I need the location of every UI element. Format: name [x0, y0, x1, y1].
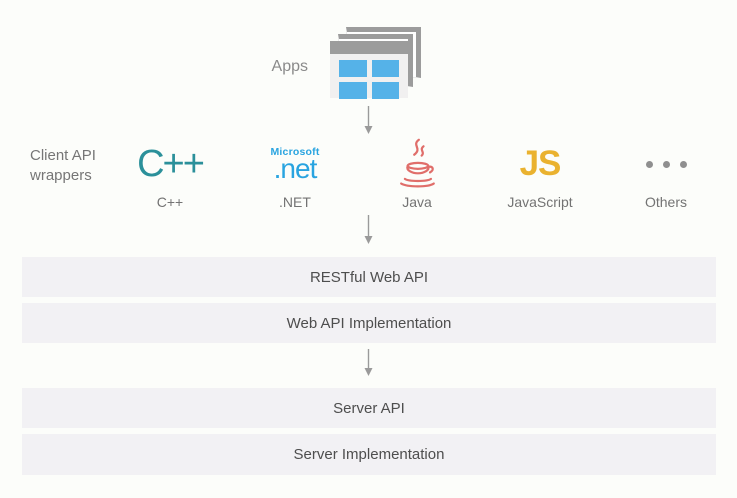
blue-tile — [339, 60, 367, 77]
layer-restful-web-api: RESTful Web API — [22, 257, 716, 297]
wrapper-item-js: JS JavaScript — [475, 136, 605, 210]
java-cup-icon — [400, 138, 435, 188]
window-sheet-front — [330, 41, 408, 99]
window-tiles — [330, 54, 408, 99]
window-titlebar — [330, 41, 408, 54]
wrapper-item-cpp: C++ C++ — [105, 136, 235, 211]
down-arrow-icon — [364, 215, 373, 244]
blue-tile — [371, 60, 399, 77]
dotnet-logo: Microsoft .net — [270, 146, 320, 184]
wrapper-caption: JavaScript — [507, 194, 573, 210]
wrapper-item-java: Java — [352, 136, 482, 210]
layer-server-api: Server API — [22, 388, 716, 428]
blue-tile — [371, 82, 399, 99]
ellipsis-icon — [645, 160, 687, 168]
dotnet-logo-net: .net — [273, 152, 318, 184]
javascript-logo: JS — [519, 144, 562, 183]
down-arrow-icon — [364, 349, 373, 376]
apps-label: Apps — [271, 58, 308, 75]
cpp-logo: C++ — [137, 142, 205, 185]
wrapper-caption: C++ — [156, 194, 184, 210]
layer-web-api-implementation: Web API Implementation — [22, 303, 716, 343]
blue-tile — [339, 82, 367, 99]
wrapper-item-dotnet: Microsoft .net .NET — [230, 136, 360, 210]
dotnet-logo-microsoft: Microsoft — [270, 146, 320, 159]
down-arrow-icon — [364, 106, 373, 134]
layer-server-implementation: Server Implementation — [22, 434, 716, 475]
wrapper-caption: Java — [402, 194, 432, 210]
wrapper-caption: Others — [644, 194, 687, 210]
wrapper-item-others: Others — [601, 136, 731, 210]
wrapper-caption: .NET — [279, 194, 311, 210]
apps-windows-icon — [330, 27, 422, 99]
client-wrappers-label: Client API wrappers — [30, 147, 96, 184]
